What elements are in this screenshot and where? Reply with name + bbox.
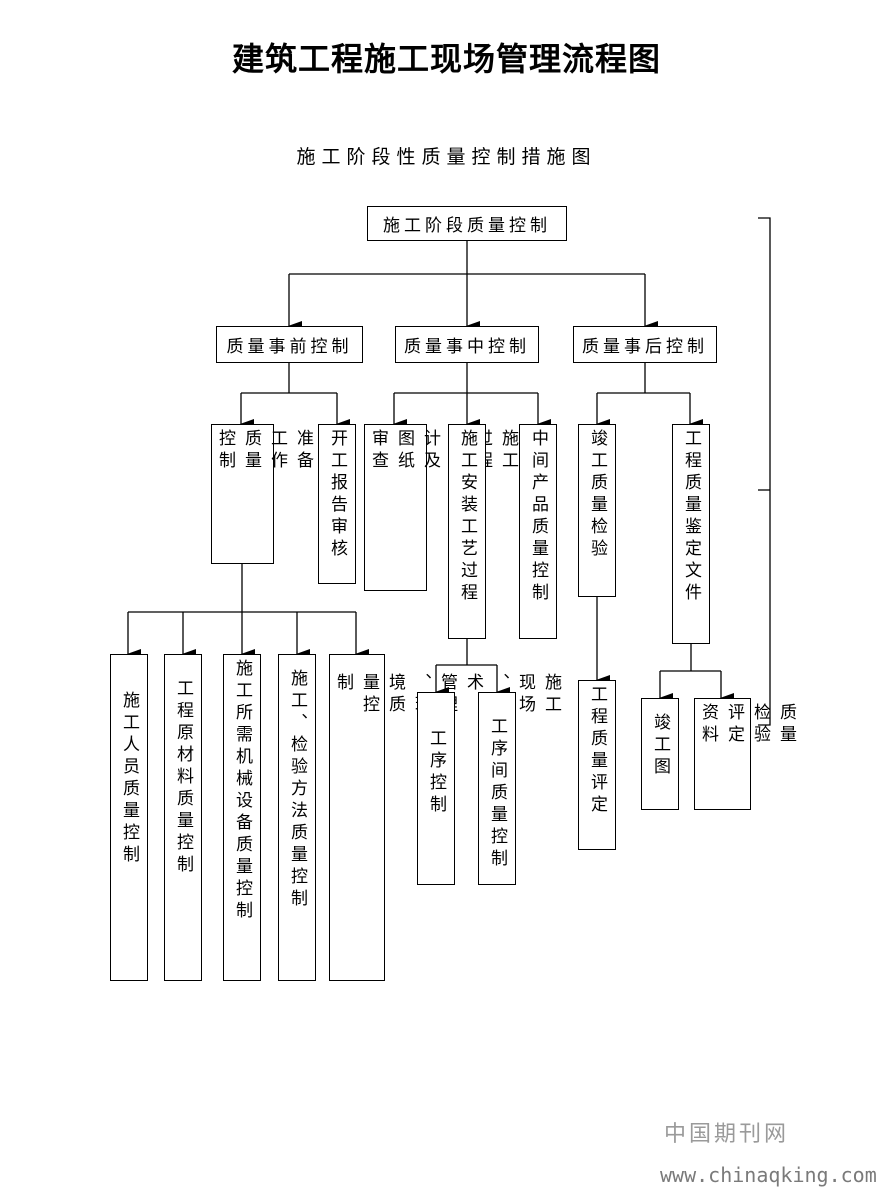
node-drawing-review: 施工 过程 中设 计及 图纸 审查 [364,424,518,591]
node-materials-text: 工程原材料质量控制 [173,679,193,877]
node-methods-text: 施工、检验方法质量控制 [287,669,307,911]
node-mid-control: 质量事中控制 [395,326,539,363]
node-completion-inspection: 竣工质量检验 [578,424,616,597]
node-quality-assessment: 工程质量评定 [578,680,616,850]
watermark-name: 中国期刊网 [664,1122,790,1147]
node-inspection-data: 质量 检验 评定 资料 [694,698,796,810]
node-materials: 工程原材料质量控制 [164,654,202,981]
node-personnel: 施工人员质量控制 [110,654,148,981]
node-inter-procedure-text: 工序间质量控制 [487,717,507,871]
node-drawing-review-text: 施工 过程 中设 计及 图纸 审查 [368,429,518,473]
node-inter-procedure: 工序间质量控制 [478,692,516,885]
node-quality-documents: 工程质量鉴定文件 [672,424,710,644]
node-procedure-control-text: 工序控制 [426,729,446,817]
node-inspection-data-text: 质量 检验 评定 资料 [698,703,796,747]
watermark-url[interactable]: www.chinaqking.com [660,1163,877,1187]
node-pre-control: 质量事前控制 [216,326,363,363]
node-start-report-review: 开工报告审核 [318,424,356,584]
node-intermediate-product-text: 中间产品质量控制 [528,429,548,605]
node-start-report-review-text: 开工报告审核 [327,429,347,561]
node-root: 施工阶段质量控制 [367,206,567,241]
node-as-built-drawing: 竣工图 [641,698,679,810]
node-intermediate-product: 中间产品质量控制 [519,424,557,639]
node-quality-assessment-text: 工程质量评定 [587,685,607,817]
node-preparation: 施工 准备 工作 质量 控制 [211,424,339,564]
node-as-built-drawing-text: 竣工图 [650,713,670,779]
node-install-process: 施工安装工艺过程 [448,424,486,639]
node-methods: 施工、检验方法质量控制 [278,654,316,981]
node-post-control: 质量事后控制 [573,326,717,363]
node-environment: 施工 现场 、技 术、 管理 、环 境质 量控 制 [329,654,561,981]
node-procedure-control: 工序控制 [417,692,455,885]
node-quality-documents-text: 工程质量鉴定文件 [681,429,701,605]
node-machinery-text: 施工所需机械设备质量控制 [232,659,252,923]
node-install-process-text: 施工安装工艺过程 [457,429,477,605]
chart-subtitle: 施工阶段性质量控制措施图 [296,146,597,168]
page-title: 建筑工程施工现场管理流程图 [231,40,661,78]
node-completion-inspection-text: 竣工质量检验 [587,429,607,561]
node-personnel-text: 施工人员质量控制 [119,691,139,867]
node-machinery: 施工所需机械设备质量控制 [223,654,261,981]
